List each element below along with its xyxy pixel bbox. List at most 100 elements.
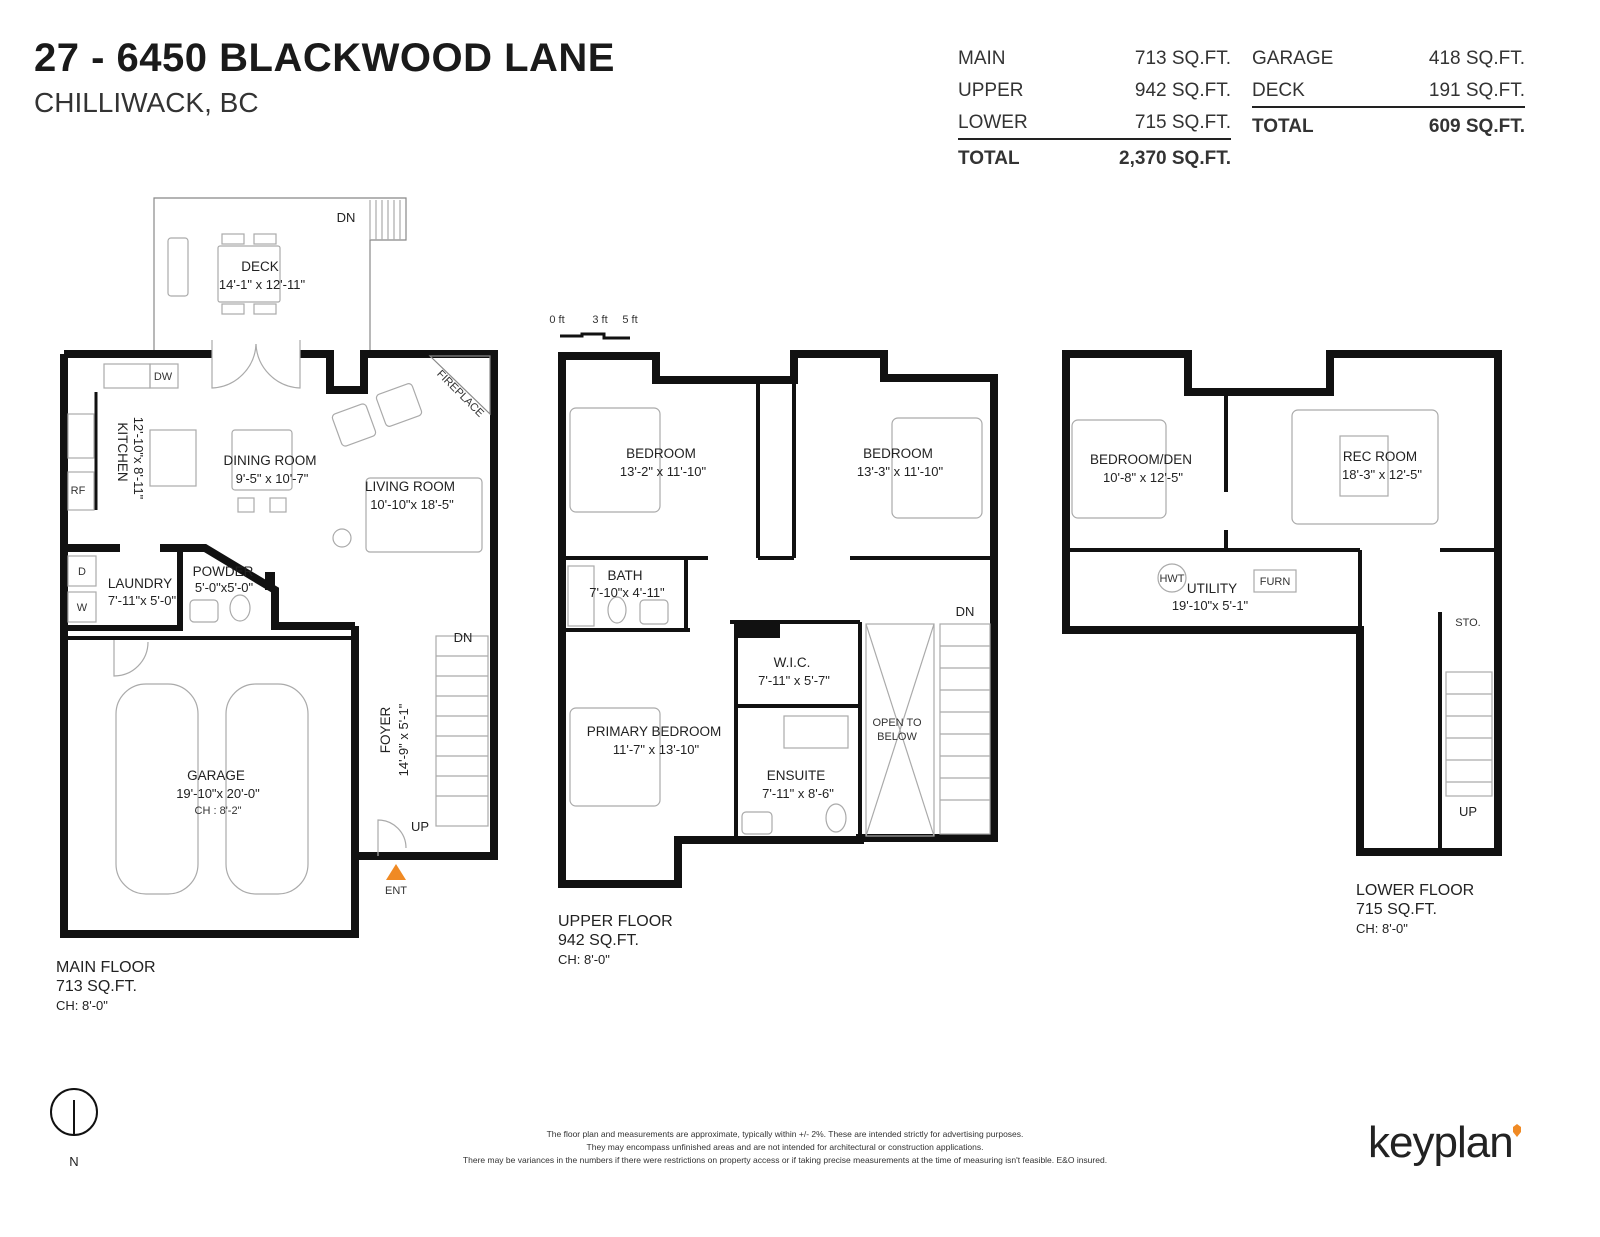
upper-dn-label: DN: [956, 604, 975, 619]
kitchen-fixtures: [67, 363, 197, 511]
primary-name: PRIMARY BEDROOM: [587, 724, 722, 739]
main-up-label: UP: [411, 819, 429, 834]
deck-dim: 14'-1" x 12'-11": [219, 277, 306, 292]
closet-walls: [756, 380, 796, 558]
kitchen-dim: 12'-10"x 8'-11": [131, 417, 146, 500]
svg-text:3 ft: 3 ft: [592, 314, 607, 326]
bedroom1-dim: 13'-2" x 11'-10": [620, 464, 707, 479]
north-compass: N: [50, 1088, 98, 1169]
dining-table: [231, 429, 293, 513]
main-dn-label: DN: [454, 630, 473, 645]
primary-dim: 11'-7" x 13'-10": [613, 742, 700, 757]
lower-fixtures: [1157, 409, 1493, 797]
upper-stairs: [939, 623, 991, 835]
main-stairs: [435, 635, 489, 827]
garage-dim: 19'-10"x 20'-0": [176, 786, 260, 801]
garage-door-swing: [113, 640, 149, 677]
upper-floor-label: UPPER FLOOR 942 SQ.FT. CH: 8'-0": [558, 913, 673, 967]
title-block: 27 - 6450 BLACKWOOD LANE CHILLIWACK, BC: [34, 36, 615, 119]
bedroom2-name: BEDROOM: [863, 446, 933, 461]
svg-text:5 ft: 5 ft: [622, 314, 637, 326]
den-name: BEDROOM/DEN: [1090, 452, 1192, 467]
foyer-dim: 14'-9" x 5'-1": [396, 703, 411, 776]
open-to-below-line2: BELOW: [877, 731, 917, 743]
brand-accent-icon: [1513, 1124, 1521, 1137]
dishwasher-label: DW: [154, 371, 173, 383]
property-city: CHILLIWACK, BC: [34, 87, 259, 118]
wic-name: W.I.C.: [774, 655, 811, 670]
upper-exterior-walls: [558, 350, 998, 888]
rec-name: REC ROOM: [1343, 449, 1417, 464]
lower-exterior-walls: [1062, 350, 1502, 856]
main-floor-label: MAIN FLOOR 713 SQ.FT. CH: 8'-0": [56, 959, 156, 1013]
lower-up-label: UP: [1459, 804, 1477, 819]
open-to-below-line1: OPEN TO: [872, 717, 922, 729]
fridge-label: RF: [71, 485, 86, 497]
north-label: N: [69, 1154, 78, 1169]
powder-name: POWDER: [193, 564, 254, 579]
entry-label: ENT: [385, 885, 407, 897]
dining-dim: 9'-5" x 10'-7": [236, 471, 309, 486]
svg-text:0 ft: 0 ft: [549, 314, 564, 326]
upper-interior-walls: [562, 620, 862, 838]
storage-label: STO.: [1455, 617, 1480, 629]
den-dim: 10'-8" x 12'-5": [1103, 470, 1183, 485]
deck-stairs: [369, 200, 401, 240]
living-name: LIVING ROOM: [365, 479, 455, 494]
upper-floor-plan: BEDROOM 13'-2" x 11'-10" BEDROOM 13'-3" …: [558, 350, 1167, 888]
entry-marker: [386, 864, 406, 880]
scale-bar: 0 ft 3 ft 5 ft: [549, 314, 638, 340]
foyer-name: FOYER: [378, 707, 393, 754]
open-to-below: [865, 623, 935, 837]
dining-name: DINING ROOM: [224, 453, 317, 468]
garage-ceiling: CH : 8'-2": [195, 805, 242, 817]
powder-dim: 5'-0"x5'-0": [195, 580, 254, 595]
main-exterior-walls: [60, 350, 498, 938]
wic-dim: 7'-11" x 5'-7": [758, 673, 830, 688]
kitchen-name: KITCHEN: [115, 422, 130, 481]
bath-name: BATH: [607, 568, 642, 583]
garage-name: GARAGE: [187, 768, 245, 783]
deck-dn-label: DN: [337, 210, 356, 225]
hwt-label: HWT: [1159, 573, 1184, 585]
utility-dim: 19'-10"x 5'-1": [1172, 598, 1249, 613]
bedroom2-dim: 13'-3" x 11'-10": [857, 464, 944, 479]
lower-partitions: [1224, 392, 1362, 630]
deck-name: DECK: [241, 259, 279, 274]
washer-label: W: [77, 602, 88, 614]
upper-bed-fixtures: [567, 407, 1167, 835]
bedroom1-name: BEDROOM: [626, 446, 696, 461]
garage-cars: [115, 683, 309, 895]
area-divider-living: [958, 138, 1231, 140]
deck-doors: [211, 340, 301, 389]
upper-column: [736, 622, 780, 638]
laundry-lower-wall: [64, 548, 183, 631]
area-divider-other: [1252, 106, 1525, 108]
rec-dim: 18'-3" x 12'-5": [1342, 467, 1422, 482]
lower-floor-label: LOWER FLOOR 715 SQ.FT. CH: 8'-0": [1356, 882, 1475, 936]
bath-dim: 7'-10"x 4'-11": [589, 585, 665, 600]
dryer-label: D: [78, 566, 86, 578]
utility-name: UTILITY: [1187, 581, 1237, 596]
disclaimer: The floor plan and measurements are appr…: [462, 1129, 1108, 1165]
property-address: 27 - 6450 BLACKWOOD LANE: [34, 36, 615, 80]
deck-furniture: [167, 233, 281, 315]
main-floor-plan: FIREPLACE DW RF D W: [60, 197, 498, 938]
laundry-dim: 7'-11"x 5'-0": [108, 593, 177, 608]
ensuite-name: ENSUITE: [767, 768, 826, 783]
deck-outline: [153, 197, 407, 354]
brand-logo: keyplan: [1368, 1118, 1514, 1167]
laundry-fixtures: [67, 555, 251, 623]
fireplace-label: FIREPLACE: [434, 368, 486, 420]
furn-label: FURN: [1260, 576, 1291, 588]
ensuite-dim: 7'-11" x 8'-6": [762, 786, 834, 801]
